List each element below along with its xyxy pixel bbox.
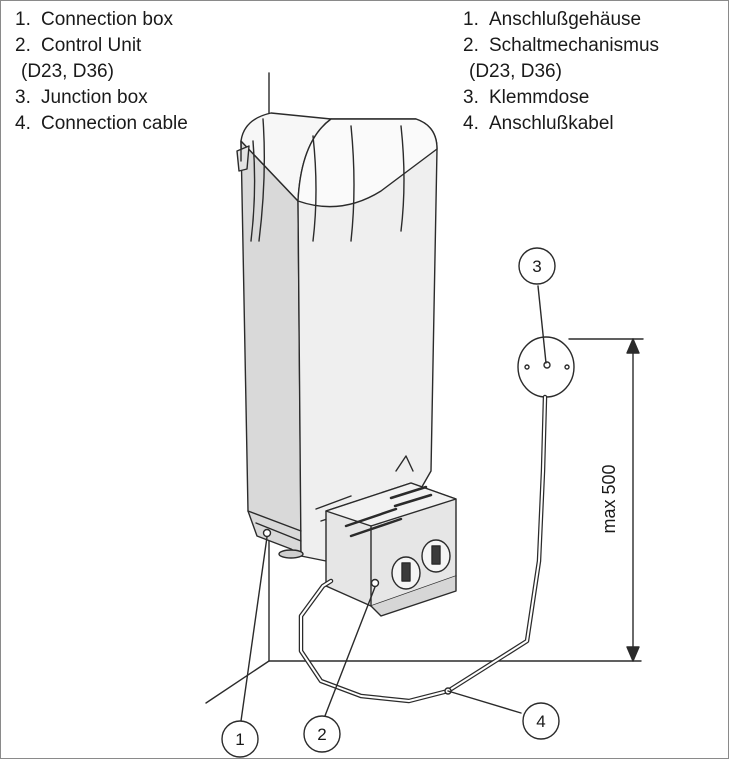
legend-item: 2. Schaltmechanismus [463, 33, 659, 59]
legend-subitem: (D23, D36) [469, 61, 562, 82]
legend-label: Klemmdose [489, 87, 590, 108]
leader-lines [240, 285, 547, 722]
legend-label: Anschlußgehäuse [489, 9, 642, 30]
legend-item: 1. Anschlußgehäuse [463, 7, 659, 33]
legend-item: 4. Anschlußkabel [463, 111, 659, 137]
legend-item: 4. Connection cable [15, 111, 188, 137]
callout-circle-3 [518, 247, 556, 285]
callout-circle-4 [522, 702, 560, 740]
callout-label-4: 4 [536, 712, 545, 731]
callout-label-2: 2 [317, 725, 326, 744]
dimension-label: max 500 [599, 464, 619, 533]
legend-item: 3. Klemmdose [463, 85, 659, 111]
legend-item: 1. Connection box [15, 7, 188, 33]
legend-number: 1. [15, 9, 31, 30]
legend-item: 3. Junction box [15, 85, 188, 111]
legend-label: Schaltmechanismus [489, 35, 660, 56]
legend-label: Control Unit [41, 35, 142, 56]
legend-number: 2. [463, 35, 479, 56]
legend-label: Connection box [41, 9, 174, 30]
legend-german: 1. Anschlußgehäuse 2. Schaltmechanismus (D… [463, 7, 659, 137]
junction-box [517, 336, 575, 398]
callout-circle-2 [303, 715, 341, 753]
callout-label-3: 3 [532, 257, 541, 276]
legend-number: 4. [15, 113, 31, 134]
legend-item: 2. Control Unit [15, 33, 188, 59]
connection-cable [298, 394, 548, 704]
control-box [262, 482, 457, 617]
legend-english: 1. Connection box 2. Control Unit (D23, D3… [15, 7, 188, 137]
dimension-max-height [568, 338, 644, 662]
legend-number: 3. [15, 87, 31, 108]
legend-number: 4. [463, 113, 479, 134]
legend-subitem: (D23, D36) [21, 61, 114, 82]
legend-label: Junction box [41, 87, 148, 108]
legend-number: 2. [15, 35, 31, 56]
sauna-heater [236, 112, 438, 562]
legend-number: 3. [463, 87, 479, 108]
callout-circle-1 [221, 720, 259, 758]
legend-number: 1. [463, 9, 479, 30]
callout-label-1: 1 [235, 730, 244, 749]
legend-label: Anschlußkabel [489, 113, 614, 134]
legend-label: Connection cable [41, 113, 188, 134]
